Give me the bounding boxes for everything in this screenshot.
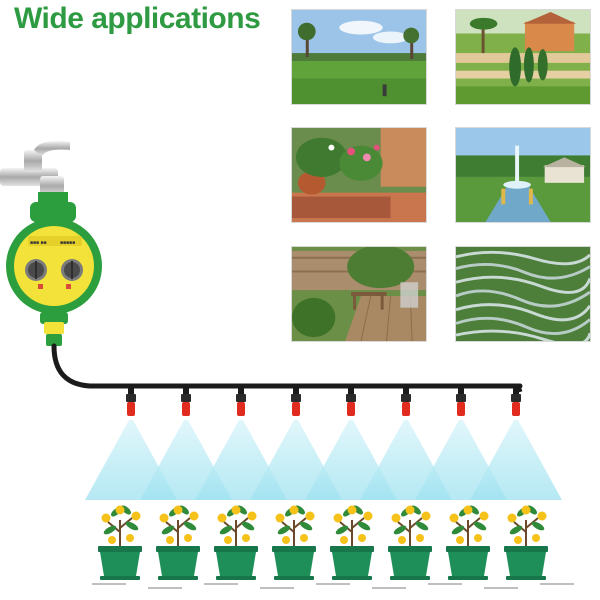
frequency-dial [61,259,83,281]
run-time-dial [25,259,47,281]
supply-hose [51,343,523,389]
potted-plant-7 [446,505,490,580]
svg-text:■■■■■: ■■■■■ [60,240,75,246]
potted-plant-1 [98,505,142,580]
potted-plant-8 [504,505,548,580]
photo-patio-flowerbed [291,127,427,223]
potted-plant-2 [156,505,200,580]
potted-plant-4 [272,505,316,580]
headline: Wide applications [14,2,261,35]
photo-lawn-park [291,9,427,105]
photo-rice-terraces [455,246,591,342]
svg-text:■■■ ■■: ■■■ ■■ [30,240,47,246]
potted-plant-5 [330,505,374,580]
photo-fountain-park [455,127,591,223]
potted-plant-3 [214,505,258,580]
water-timer: ■■■ ■■ ■■■■■ [6,192,102,346]
photo-terraced-garden [455,9,591,105]
faucet [0,141,70,196]
potted-plant-6 [388,505,432,580]
photo-backyard-deck [291,246,427,342]
sprinkler-8 [470,386,562,500]
